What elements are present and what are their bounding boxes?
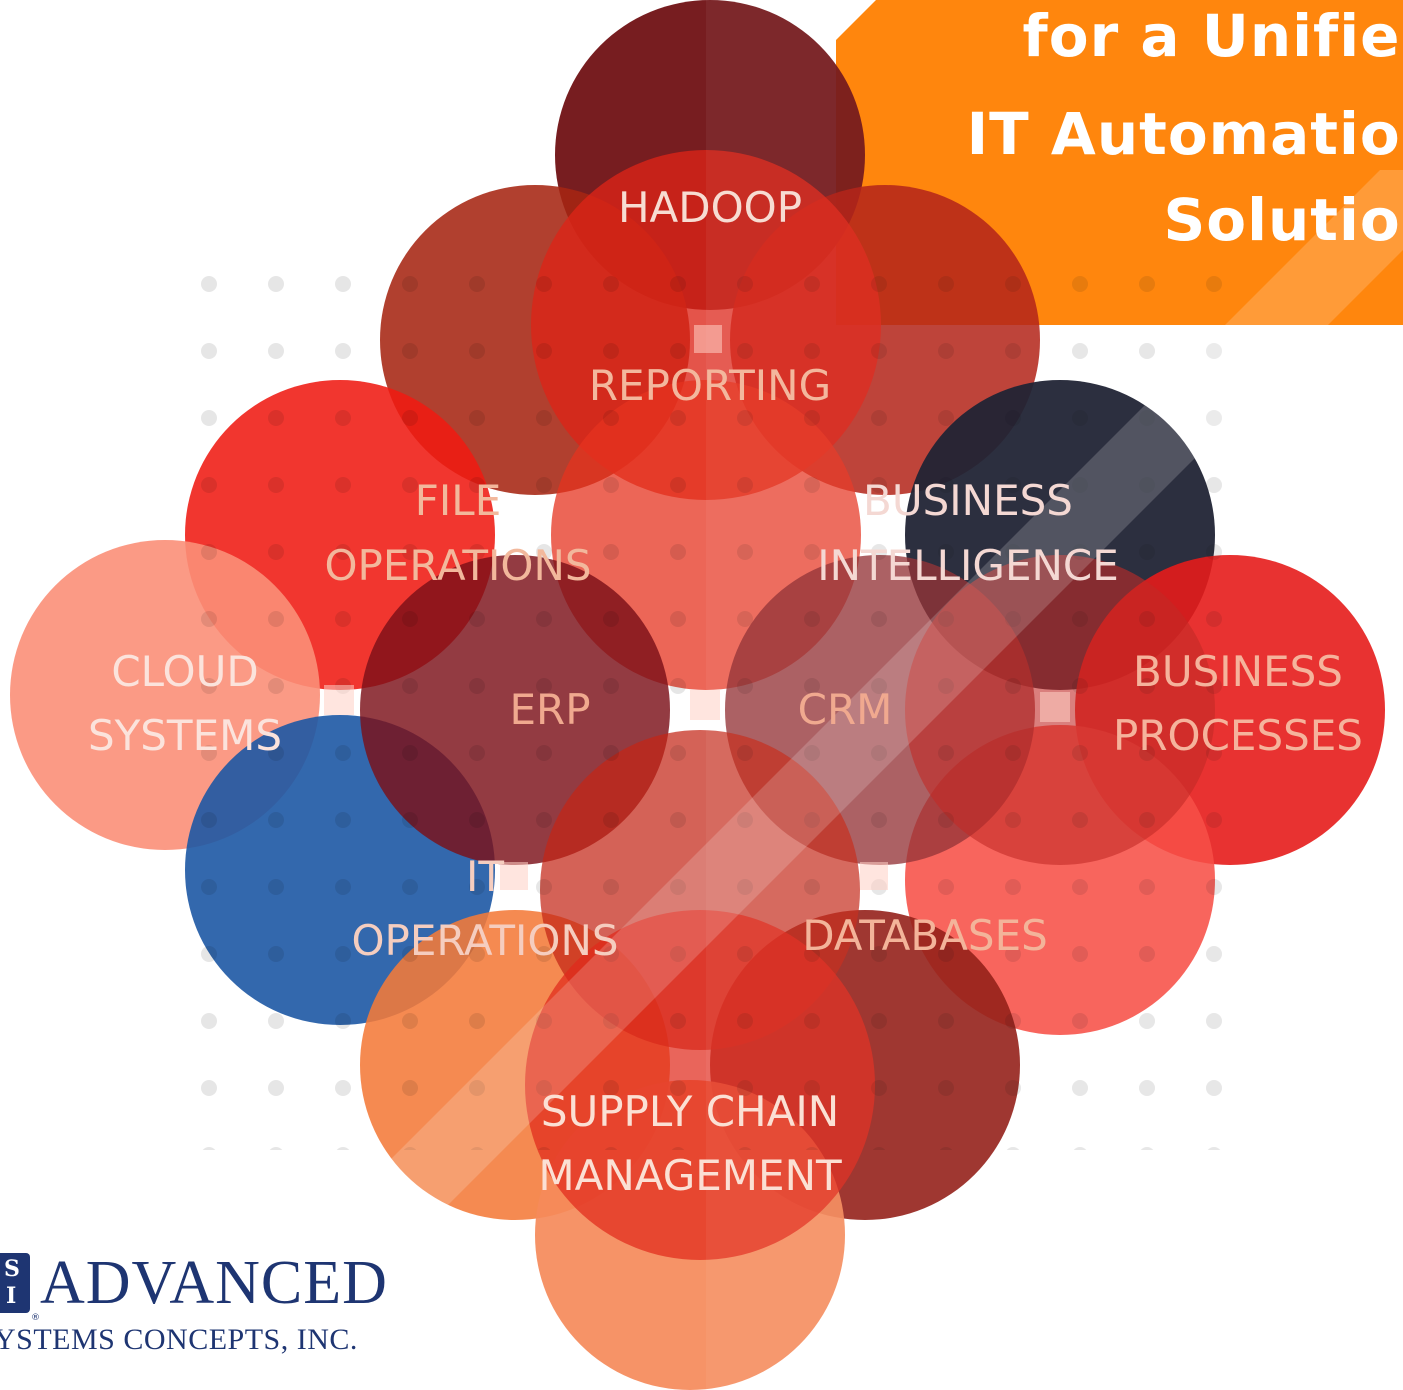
label-group-hadoop: HADOOP <box>618 183 802 232</box>
label-it-operations-1: IT <box>466 852 504 901</box>
label-supply-chain-2: MANAGEMENT <box>538 1151 842 1200</box>
label-group-business-intelligence: BUSINESS INTELLIGENCE <box>817 476 1119 590</box>
logo-mark-top-letter: S <box>4 1256 20 1282</box>
connector-squares <box>324 325 1070 890</box>
banner-line-1: for a Unified <box>1022 2 1403 70</box>
label-group-file-operations: FILE OPERATIONS <box>324 476 591 590</box>
banner-line-2: IT Automation <box>966 100 1403 168</box>
label-file-operations-2: OPERATIONS <box>324 541 591 590</box>
label-supply-chain-1: SUPPLY CHAIN <box>541 1087 839 1136</box>
label-hadoop: HADOOP <box>618 183 802 232</box>
label-group-databases: DATABASES <box>802 911 1048 960</box>
label-business-intelligence-1: BUSINESS <box>863 476 1073 525</box>
label-erp: ERP <box>509 685 590 734</box>
label-group-business-processes: BUSINESS PROCESSES <box>1113 647 1363 760</box>
logo-mark: S I <box>0 1253 30 1313</box>
label-group-supply-chain: SUPPLY CHAIN MANAGEMENT <box>538 1087 842 1200</box>
company-logo: S I ® ADVANCED YSTEMS CONCEPTS, INC. <box>0 1243 387 1363</box>
label-crm: CRM <box>798 685 893 734</box>
diagonal-sheen <box>160 170 1403 1390</box>
label-business-intelligence-2: INTELLIGENCE <box>817 541 1119 590</box>
label-file-operations-1: FILE <box>415 476 501 525</box>
banner-line-3: Solution <box>1163 186 1403 254</box>
label-group-cloud-systems: CLOUD SYSTEMS <box>88 647 282 760</box>
label-business-processes-1: BUSINESS <box>1133 647 1343 696</box>
logo-company-name: ADVANCED <box>40 1249 388 1317</box>
registered-mark: ® <box>31 1313 40 1323</box>
label-databases: DATABASES <box>802 911 1048 960</box>
label-reporting: REPORTING <box>589 361 831 410</box>
logo-company-subtitle: YSTEMS CONCEPTS, INC. <box>0 1323 358 1356</box>
label-business-processes-2: PROCESSES <box>1113 711 1363 760</box>
logo-mark-bottom-letter: I <box>6 1283 17 1309</box>
label-group-crm: CRM <box>798 685 893 734</box>
banner-fold <box>836 0 876 40</box>
label-cloud-systems-2: SYSTEMS <box>88 711 282 760</box>
label-cloud-systems-1: CLOUD <box>111 647 258 696</box>
label-group-reporting: REPORTING <box>589 361 831 410</box>
label-group-erp: ERP <box>509 685 590 734</box>
label-group-it-operations: IT OPERATIONS <box>351 852 618 965</box>
label-it-operations-2: OPERATIONS <box>351 916 618 965</box>
